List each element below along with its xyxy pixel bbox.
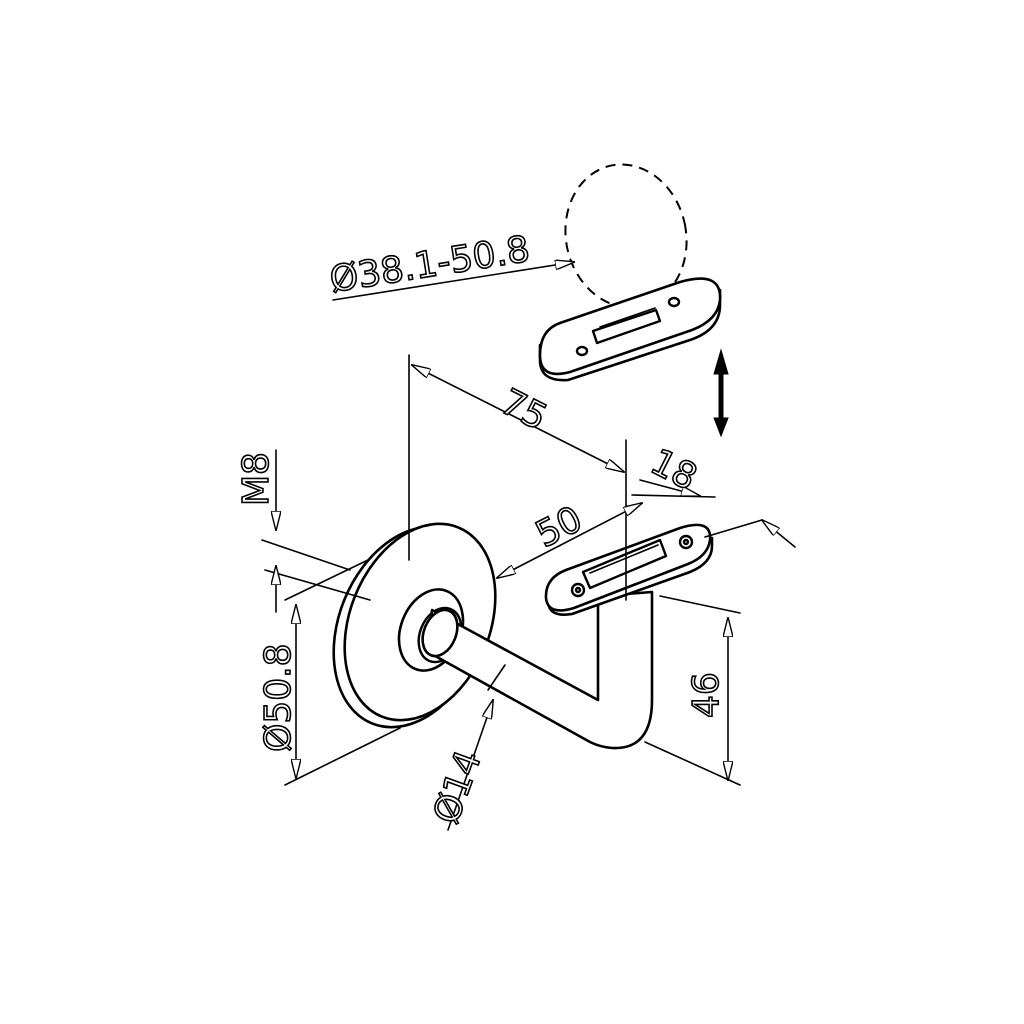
rosette-diameter-dimension: Ø50.8 <box>258 644 299 753</box>
height-dimension: 46 <box>686 672 727 718</box>
plate-length-dimension: 50 <box>529 499 588 556</box>
rail-diameter-label: Ø38.1-50.8 <box>327 229 533 301</box>
upper-plate-hole-left <box>575 345 589 357</box>
lower-plate-hole-left <box>570 582 586 598</box>
adjust-arrow-icon <box>713 348 729 438</box>
upper-plate-top <box>538 277 722 376</box>
lower-plate-hole-right <box>678 534 694 550</box>
upper-plate-slot <box>591 308 662 345</box>
upper-saddle-plate <box>538 163 722 382</box>
bar-diameter-dimension: Ø14 <box>426 745 490 829</box>
thread-dimension: M8 <box>236 452 277 506</box>
projection-dimension: 75 <box>494 381 553 438</box>
upper-plate-hole-right <box>667 296 681 308</box>
bracket-bar <box>426 590 654 750</box>
bracket-assembly <box>332 522 714 750</box>
plate-width-dimension: 18 <box>644 441 703 498</box>
